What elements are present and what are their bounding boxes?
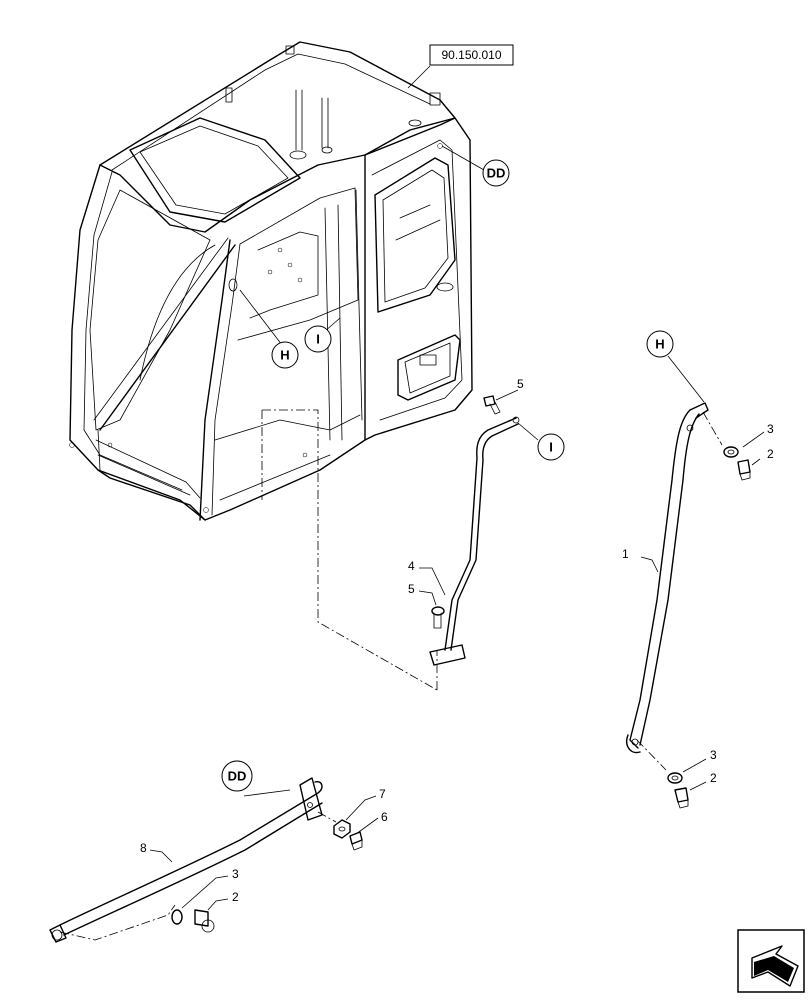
callout-circle-i-cab-text: I	[316, 332, 320, 347]
part-number-2-bottom: 2	[232, 890, 239, 904]
part-4-handrail	[429, 416, 520, 666]
part-6-bolt	[349, 831, 363, 851]
part-1-handrail	[626, 402, 709, 754]
callout-circle-h-cab[interactable]: H	[271, 341, 299, 369]
reference-box-text: 90.150.010	[441, 48, 501, 62]
part-number-2-right-bottom: 2	[710, 771, 717, 785]
callout-circle-h-cab-text: H	[280, 348, 289, 363]
part-5-screw-bottom	[431, 606, 445, 629]
part-number-2-right-top: 2	[767, 447, 774, 461]
callout-circle-dd-bottom-text: DD	[228, 769, 247, 784]
part-5-screw-top	[483, 395, 501, 415]
part-2-bolt-right-bottom	[674, 787, 689, 809]
part-number-4: 4	[408, 559, 415, 573]
part-number-5-top: 5	[517, 377, 524, 391]
part-number-1: 1	[622, 547, 629, 561]
previous-view-arrow-icon[interactable]	[737, 929, 805, 993]
callout-circle-dd-bottom[interactable]: DD	[221, 760, 253, 792]
part-2-bolt-bottom	[194, 909, 215, 933]
leader-lines	[149, 65, 765, 911]
part-number-6: 6	[381, 810, 388, 824]
part-number-3-bottom: 3	[232, 867, 239, 881]
callout-circle-h-right-text: H	[655, 337, 664, 352]
part-7-nut	[333, 819, 351, 839]
part-number-5-bottom: 5	[408, 582, 415, 596]
part-number-7: 7	[379, 787, 386, 801]
cab-assembly	[69, 41, 473, 521]
callout-circle-h-right[interactable]: H	[646, 330, 674, 358]
callout-circle-dd-top[interactable]: DD	[482, 159, 510, 187]
part-2-bolt-right-top	[737, 459, 751, 481]
part-3-washer-bottom	[171, 909, 183, 925]
callout-circle-dd-top-text: DD	[487, 166, 506, 181]
part-number-8: 8	[140, 841, 147, 855]
part-number-3-right-top: 3	[767, 422, 774, 436]
assembly-dash-lines	[59, 409, 723, 941]
reference-box[interactable]: 90.150.010	[429, 44, 514, 66]
callout-circle-i-cab[interactable]: I	[304, 325, 332, 353]
part-number-3-right-bottom: 3	[710, 748, 717, 762]
part-3-washer-right-bottom	[667, 772, 683, 784]
callout-circle-i-right-text: I	[549, 440, 553, 455]
part-number-labels: 1 2 3 3 2 4 5 5 6 7 8 3 2	[140, 377, 774, 904]
part-8-handrail	[49, 777, 323, 943]
callout-circle-i-right[interactable]: I	[537, 433, 565, 461]
part-3-washer-right-top	[723, 446, 739, 458]
